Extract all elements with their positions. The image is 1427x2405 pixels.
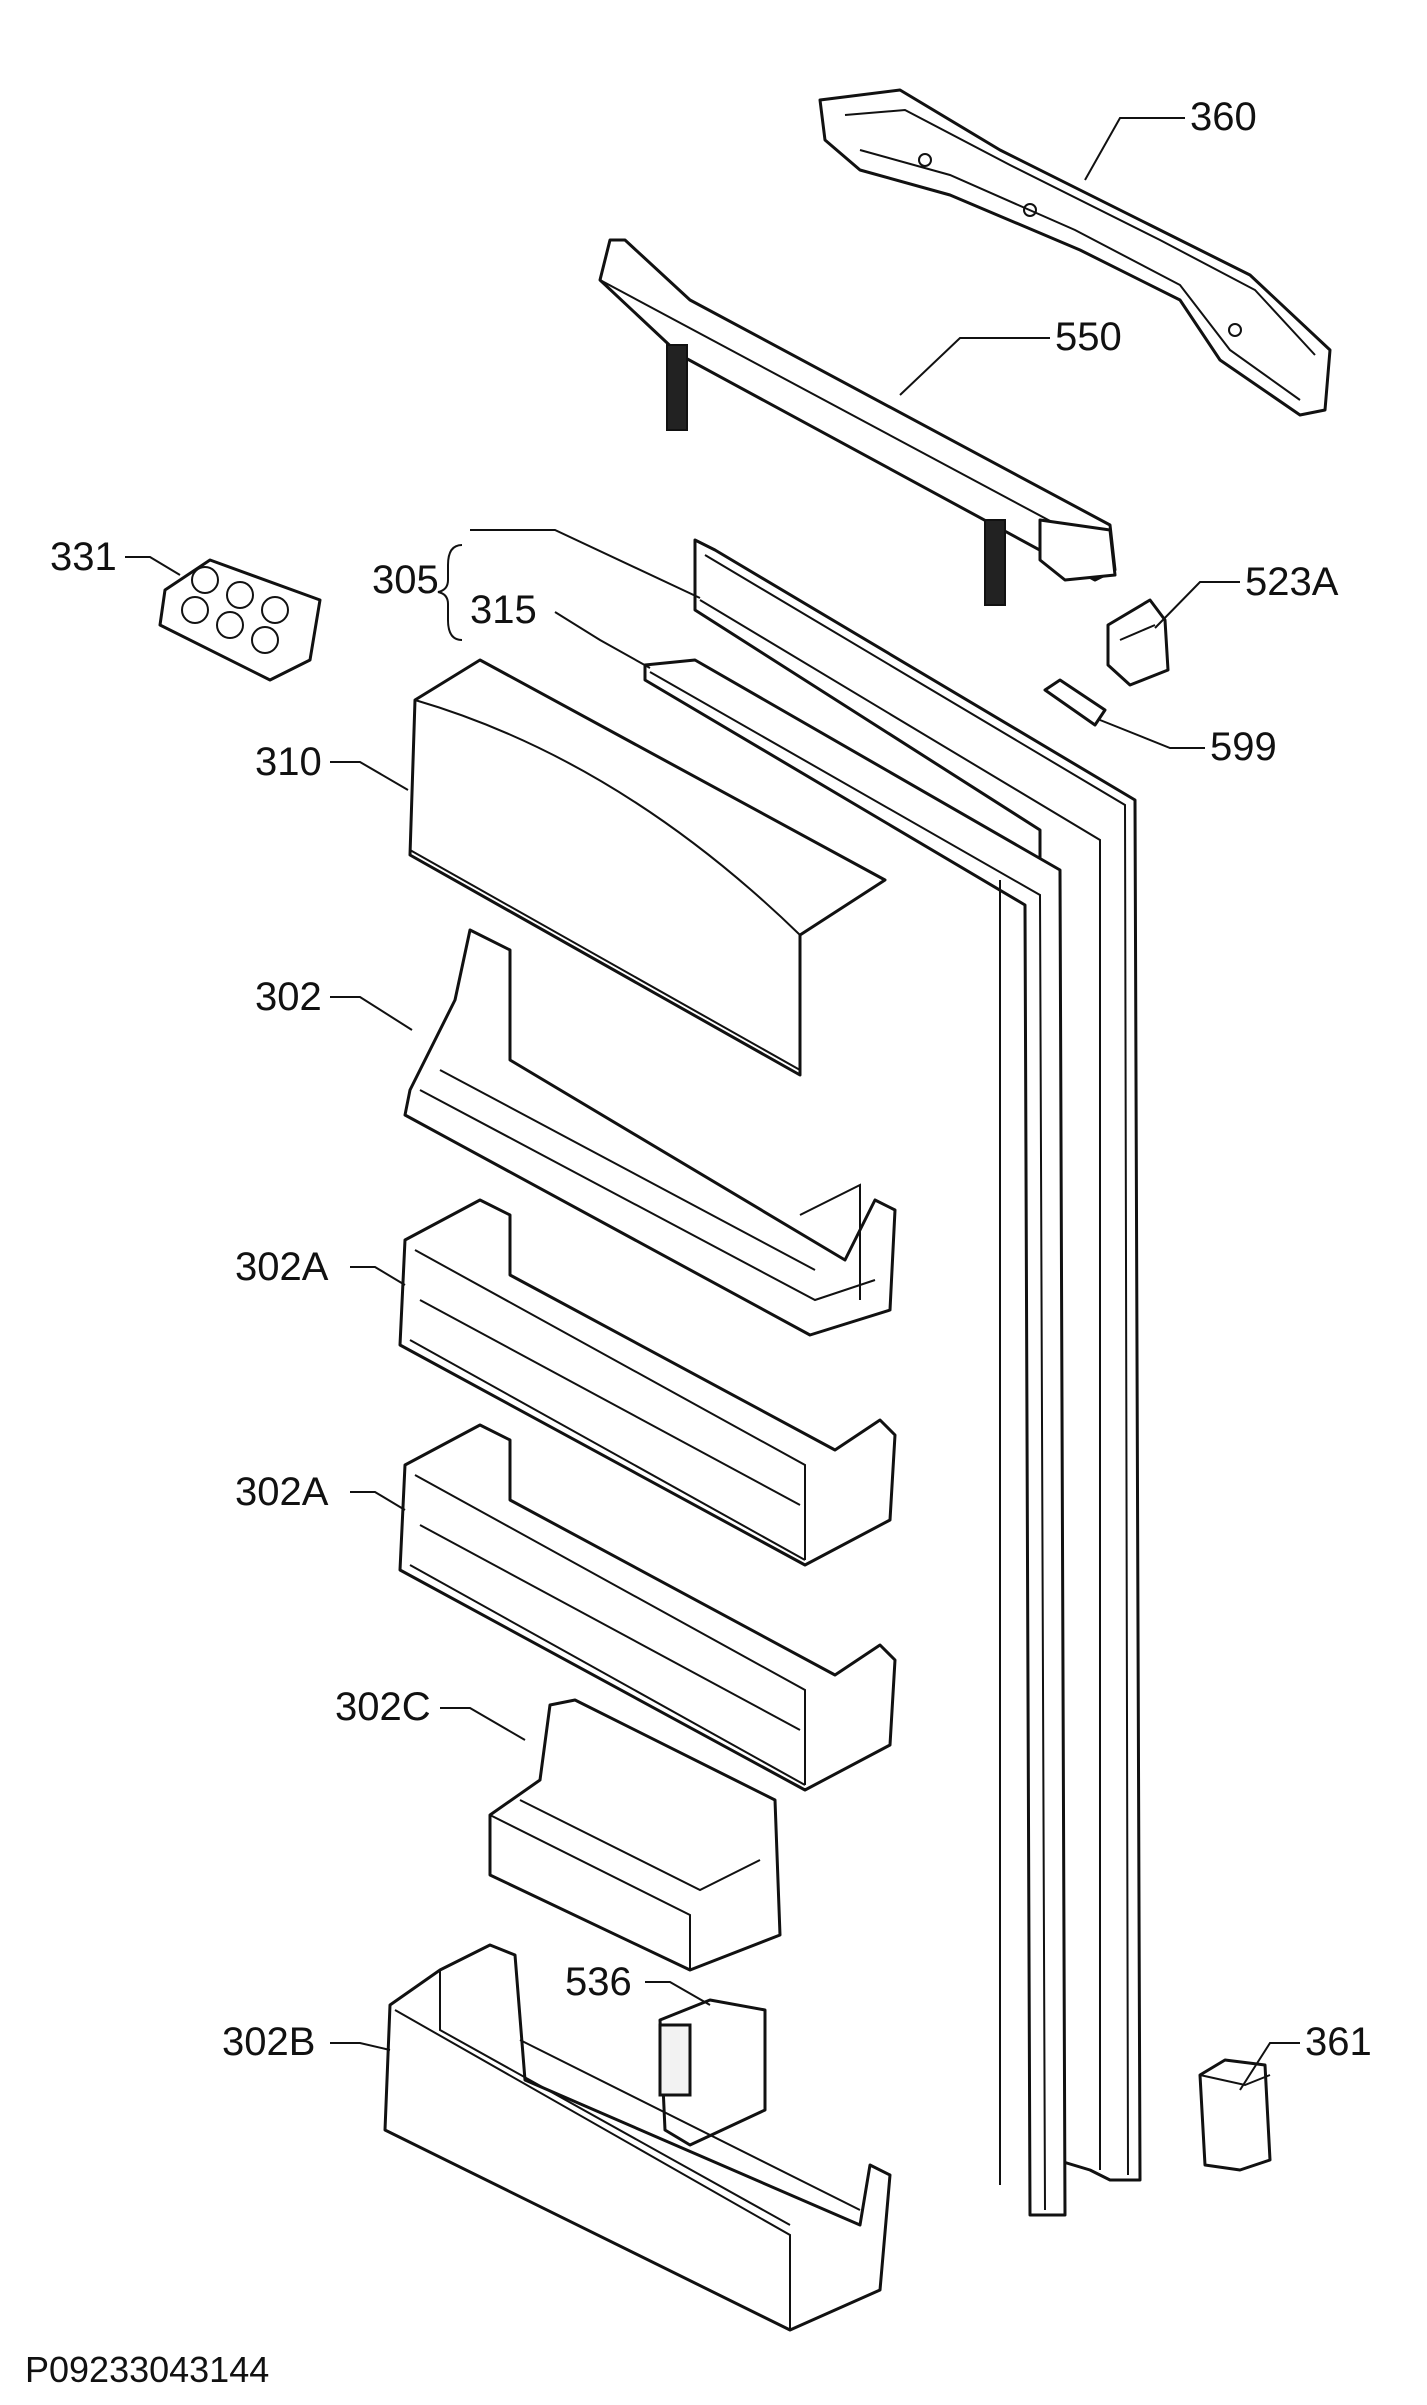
trim-clip-right xyxy=(984,519,1006,606)
leader-550 xyxy=(899,337,1050,396)
part-360-hinge-bracket xyxy=(818,88,1332,417)
part-310-dairy-flap xyxy=(408,658,887,1077)
label-302: 302 xyxy=(255,975,322,1019)
leader-302a-1 xyxy=(350,1266,406,1286)
label-523a: 523A xyxy=(1245,560,1339,604)
leader-302c xyxy=(440,1707,526,1741)
label-302a-1: 302A xyxy=(235,1245,329,1289)
label-310: 310 xyxy=(255,740,322,784)
leader-302a-2 xyxy=(350,1491,406,1511)
label-331: 331 xyxy=(50,535,117,579)
label-550: 550 xyxy=(1055,315,1122,359)
leader-302b xyxy=(330,2042,391,2051)
leader-305 xyxy=(470,529,701,599)
part-550-top-trim xyxy=(598,238,1117,606)
leader-302 xyxy=(330,996,413,1031)
leader-360 xyxy=(1084,117,1185,181)
part-302a-door-shelf-1 xyxy=(398,1198,897,1567)
part-302a-door-shelf-2 xyxy=(398,1423,897,1792)
part-599-pin xyxy=(1043,678,1107,727)
label-305: 305 xyxy=(372,558,439,602)
leader-536 xyxy=(645,1981,711,2006)
label-536: 536 xyxy=(565,1960,632,2004)
label-302b: 302B xyxy=(222,2020,315,2064)
label-315: 315 xyxy=(470,588,537,632)
trim-clip-left xyxy=(666,344,688,431)
label-360: 360 xyxy=(1190,95,1257,139)
leader-361 xyxy=(1239,2042,1300,2091)
leader-331 xyxy=(125,556,181,576)
brace-305-315 xyxy=(437,544,463,641)
leader-599 xyxy=(1099,719,1205,749)
part-361-hinge-clip xyxy=(1198,2058,1272,2172)
leader-310 xyxy=(330,761,409,791)
label-599: 599 xyxy=(1210,725,1277,769)
part-315-gasket xyxy=(643,658,1067,2217)
part-331-egg-tray xyxy=(158,558,322,682)
leader-315 xyxy=(554,611,651,669)
label-302a-2: 302A xyxy=(235,1470,329,1514)
part-302-door-shelf xyxy=(403,928,897,1337)
part-302c-small-bin xyxy=(488,1698,782,1972)
part-536-insert xyxy=(658,1998,767,2147)
label-361: 361 xyxy=(1305,2020,1372,2064)
part-302b-bottle-shelf xyxy=(383,1943,892,2332)
drawing-code: P09233043144 xyxy=(25,2349,269,2390)
part-523a-latch xyxy=(1106,598,1170,687)
label-302c: 302C xyxy=(335,1685,431,1729)
leader-523a xyxy=(1154,581,1240,629)
